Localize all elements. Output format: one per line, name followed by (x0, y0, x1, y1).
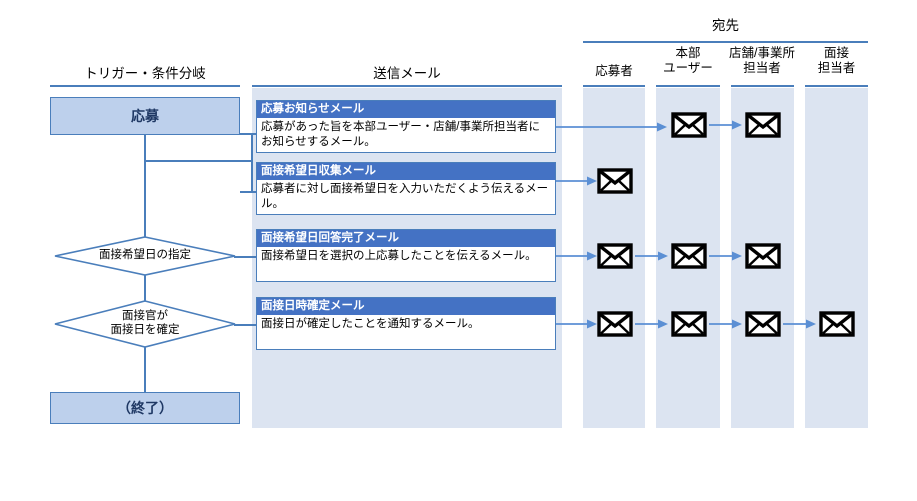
section-label-trigger: トリガー・条件分岐 (84, 66, 206, 81)
arrow-applicant-to-hq-user-row4 (635, 318, 669, 330)
arrow-hq-user-to-store-staff-row3 (709, 250, 743, 262)
decision-interviewer-fix-label: 面接官が 面接日を確定 (110, 310, 180, 336)
connector-mail1-stub (240, 133, 256, 135)
section-label-mails: 送信メール (373, 66, 441, 81)
mail-card-title: 面接日時確定メール (257, 298, 555, 316)
envelope-icon-store-staff-row3 (745, 243, 781, 269)
envelope-icon-applicant-row3 (597, 243, 633, 269)
arrow-mail1-to-hq-user (556, 121, 668, 133)
connector-mail2-stub (240, 191, 256, 193)
arrow-hq-user-to-store-staff-row1 (709, 119, 743, 131)
column-rule-applicant (583, 85, 645, 87)
arrow-mail3-to-applicant (556, 250, 598, 262)
connector-decision2-to-end (144, 347, 146, 392)
destination-group-title: 宛先 (712, 18, 739, 33)
mail-card-body: 応募者に対し面接希望日を入力いただくよう伝えるメール。 (261, 183, 549, 211)
arrow-mail2-to-applicant (556, 175, 598, 187)
decision-interview-date-spec: 面接希望日の指定 (54, 236, 236, 276)
arrow-store-staff-to-interviewer-row4 (783, 318, 817, 330)
envelope-icon-store-staff-row4 (745, 311, 781, 337)
column-header-applicant: 応募者 (595, 64, 633, 78)
connector-decision1-to-decision2 (144, 275, 146, 308)
envelope-icon-interviewer-row4 (819, 311, 855, 337)
decision-interviewer-fix: 面接官が 面接日を確定 (54, 300, 236, 348)
connector-start-branch-mail1 (144, 160, 252, 162)
mail-card-interview-date-answered: 面接希望日回答完了メール 面接希望日を選択の上応募したことを伝えるメール。 (256, 229, 556, 282)
column-header-hq-user: 本部 ユーザー (663, 46, 713, 75)
column-header-store-staff: 店舗/事業所 担当者 (729, 46, 795, 75)
mail-card-apply-notice: 応募お知らせメール 応募があった旨を本部ユーザー・店舗/事業所担当者にお知らせす… (256, 100, 556, 153)
connector-mail1-riser (251, 133, 253, 161)
connector-start-to-decision1 (144, 135, 146, 256)
flow-end-box: （終了） (50, 392, 240, 424)
flow-start-box: 応募 (50, 97, 240, 135)
connector-decision2-to-mail4 (234, 324, 258, 326)
column-rule-hq-user (656, 85, 720, 87)
envelope-icon-hq-user-row3 (671, 243, 707, 269)
envelope-icon-hq-user-row4 (671, 311, 707, 337)
mail-card-interview-date-collect: 面接希望日収集メール 応募者に対し面接希望日を入力いただくよう伝えるメール。 (256, 162, 556, 215)
mail-card-body: 面接日が確定したことを通知するメール。 (261, 318, 480, 331)
flow-end-label: （終了） (117, 400, 173, 416)
arrow-mail4-to-applicant (556, 318, 598, 330)
mail-card-title: 面接希望日回答完了メール (257, 230, 555, 248)
decision-interview-date-spec-label: 面接希望日の指定 (99, 249, 191, 262)
column-header-interviewer: 面接 担当者 (817, 46, 856, 75)
envelope-icon-store-staff-row1 (745, 112, 781, 138)
column-rule-interviewer (805, 85, 868, 87)
mail-card-interview-datetime-fixed: 面接日時確定メール 面接日が確定したことを通知するメール。 (256, 297, 556, 350)
envelope-icon-hq-user-row1 (671, 112, 707, 138)
envelope-icon-applicant-row4 (597, 311, 633, 337)
section-rule-mails (252, 85, 562, 87)
mail-card-title: 応募お知らせメール (257, 101, 555, 119)
column-rule-store-staff (731, 85, 794, 87)
mail-card-body: 応募があった旨を本部ユーザー・店舗/事業所担当者にお知らせするメール。 (261, 121, 540, 149)
mail-card-body: 面接希望日を選択の上応募したことを伝えるメール。 (261, 250, 537, 263)
envelope-icon-applicant-row2 (597, 168, 633, 194)
arrow-applicant-to-hq-user-row3 (635, 250, 669, 262)
flow-start-label: 応募 (131, 108, 159, 124)
band-interviewer (805, 88, 868, 428)
destination-group-rule (583, 41, 868, 43)
mail-card-title: 面接希望日収集メール (257, 163, 555, 181)
connector-decision1-to-mail3 (234, 256, 258, 258)
connector-mail2-riser (251, 160, 253, 192)
arrow-hq-user-to-store-staff-row4 (709, 318, 743, 330)
section-rule-trigger (50, 85, 240, 87)
